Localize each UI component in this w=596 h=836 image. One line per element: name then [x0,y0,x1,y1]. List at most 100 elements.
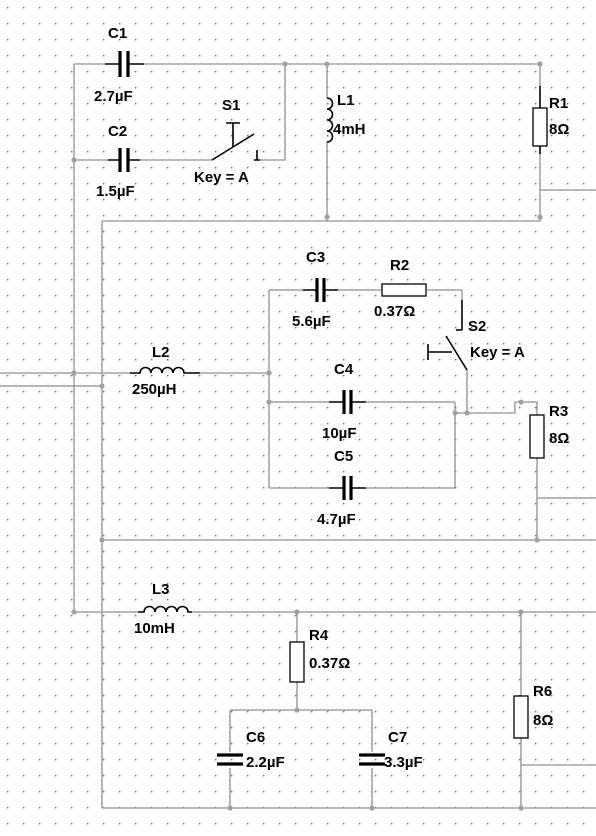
inductor-l3[interactable]: L3 10mH [134,581,192,637]
junction-dot [71,609,77,615]
junction-dot [534,537,540,543]
switch-s1-key: Key = A [194,169,249,186]
wire-input [0,372,102,387]
resistor-r4-ref: R4 [309,627,329,644]
inductor-coil [326,97,334,143]
capacitor-c6[interactable]: C6 2.2µF [217,729,285,771]
capacitor-c1-ref: C1 [108,25,127,42]
capacitor-c4-value: 10µF [322,425,357,442]
inductor-l3-ref: L3 [152,581,170,598]
inductor-l2[interactable]: L2 250µH [130,344,200,398]
junction-dot [537,214,543,220]
junction-dot [324,214,330,220]
capacitor-c7-ref: C7 [388,729,407,746]
inductor-l3-value: 10mH [134,620,175,637]
wire-s3-bottom [102,764,596,809]
resistor-r2-ref: R2 [390,257,409,274]
resistor-r4[interactable]: R4 0.37Ω [289,627,350,683]
resistor-r6-value: 8Ω [533,712,553,729]
inductor-l1-ref: L1 [337,92,355,109]
junctions [71,61,543,811]
resistor-body [381,283,427,297]
capacitor-c1[interactable]: C1 2.7µF [94,25,144,105]
resistor-r3-value: 8Ω [549,430,569,447]
wire-s2-c3 [269,289,463,300]
resistor-r1-value: 8Ω [549,121,569,138]
switch-s2-key: Key = A [470,344,525,361]
capacitor-plates [217,753,243,766]
wire-s2-c5 [269,402,456,489]
capacitor-plates [315,278,326,302]
switch-actuator [226,122,240,147]
capacitor-c6-ref: C6 [246,729,265,746]
junction-dot [464,410,470,416]
resistor-r3[interactable]: R3 8Ω [529,403,569,459]
resistor-r2-value: 0.37Ω [374,303,415,320]
resistor-r6-ref: R6 [533,683,552,700]
junction-dot [227,805,233,811]
capacitor-c2-ref: C2 [108,123,127,140]
resistor-r1-ref: R1 [549,95,568,112]
capacitor-c7[interactable]: C7 3.3µF [359,729,423,771]
resistor-body [529,414,545,459]
capacitor-c4-ref: C4 [334,361,354,378]
capacitor-c2-value: 1.5µF [96,183,135,200]
resistor-r3-ref: R3 [549,403,568,420]
capacitor-plates [118,51,130,77]
resistor-body [289,641,305,683]
capacitor-c3-ref: C3 [306,249,325,266]
junction-dot [282,61,288,67]
junction-dot [71,157,77,163]
resistor-r6[interactable]: R6 8Ω [513,683,553,739]
resistor-body [532,107,548,147]
junction-dot [324,61,330,67]
capacitor-c3-value: 5.6µF [292,313,331,330]
inductor-coil [130,366,200,374]
resistor-r4-value: 0.37Ω [309,655,350,672]
junction-dot [518,609,524,615]
junction-dot [99,537,105,543]
wire-s1-switch [260,64,286,161]
capacitor-c2[interactable]: C2 1.5µF [96,123,140,200]
switch-contact [456,300,463,331]
switch-s2-ref: S2 [468,318,486,335]
capacitor-plates [342,476,353,500]
junction-dot [99,383,105,389]
wire-s2-switch-out [455,370,538,415]
switch-contact [254,150,260,161]
resistor-r2[interactable]: R2 0.37Ω [374,257,427,320]
capacitor-plates [118,148,130,172]
capacitor-c1-value: 2.7µF [94,88,133,105]
junction-dot [452,410,458,416]
junction-dot [294,707,300,713]
junction-dot [518,399,524,405]
junction-dot [71,370,77,376]
switch-actuator [427,344,452,360]
capacitor-plates [342,390,353,414]
capacitor-c5[interactable]: C5 4.7µF [317,448,366,528]
junction-dot [294,609,300,615]
capacitor-c3[interactable]: C3 5.6µF [292,249,338,330]
junction-dot [537,61,543,67]
junction-dot [266,370,272,376]
capacitor-c4[interactable]: C4 10µF [322,361,366,442]
junction-dot [369,805,375,811]
switch-s1[interactable]: S1 Key = A [194,97,260,186]
junction-dot [266,399,272,405]
resistor-body [513,695,529,739]
junction-dot [518,805,524,811]
wire-s2-r3-bottom [536,458,596,540]
switch-s1-ref: S1 [222,97,240,114]
capacitor-c6-value: 2.2µF [246,754,285,771]
switch-s2[interactable]: S2 Key = A [427,300,525,371]
inductor-l1[interactable]: L1 4mH [326,92,366,143]
capacitor-c5-value: 4.7µF [317,511,356,528]
inductor-l1-value: 4mH [333,121,366,138]
switch-blade [445,335,468,371]
inductor-l2-ref: L2 [152,344,170,361]
inductor-l2-value: 250µH [132,381,177,398]
resistor-r1[interactable]: R1 8Ω [532,86,569,154]
capacitor-c5-ref: C5 [334,448,353,465]
